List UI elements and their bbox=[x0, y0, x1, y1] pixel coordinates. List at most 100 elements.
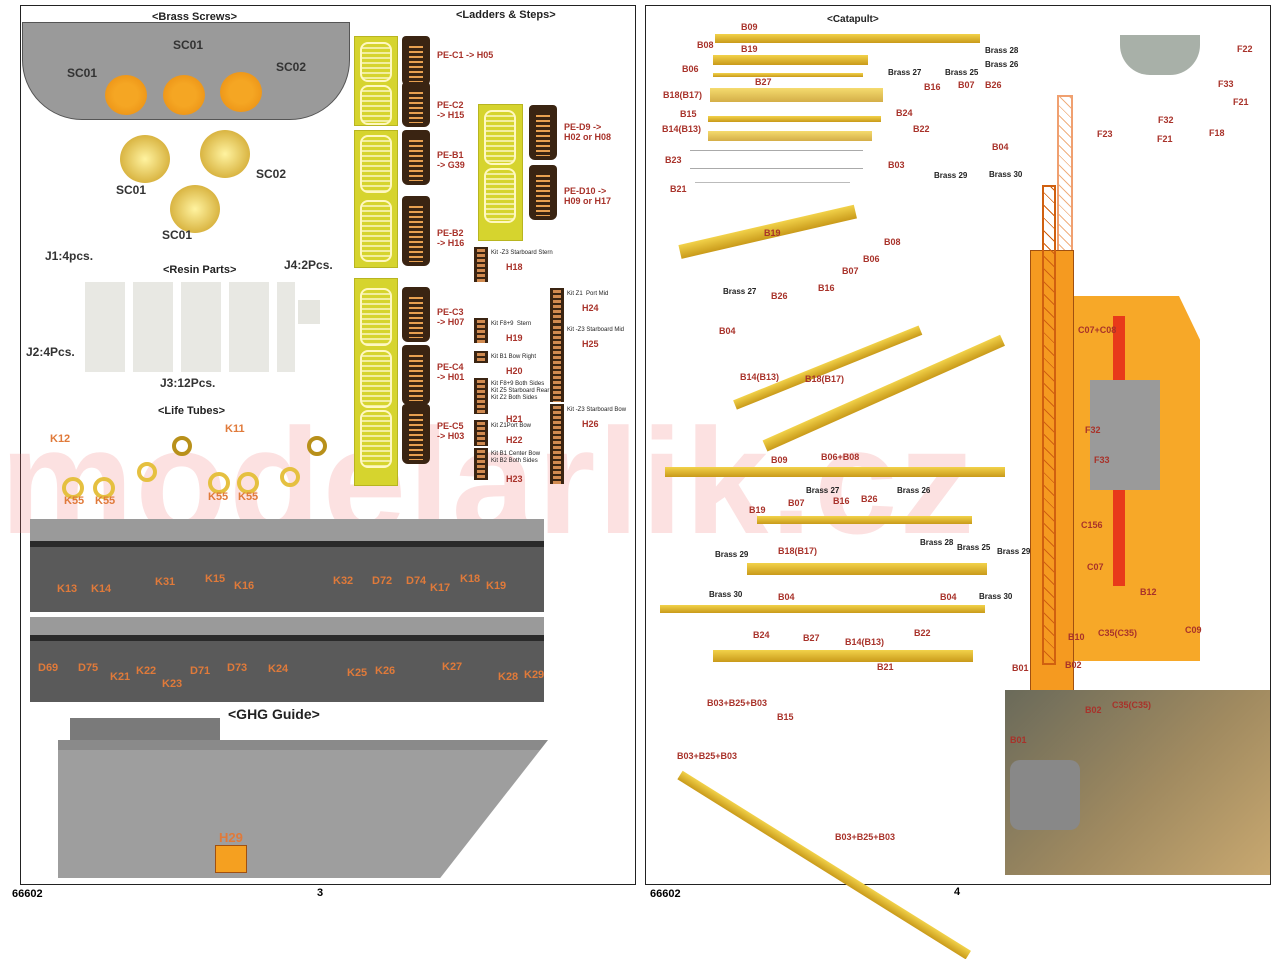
kit-ladder-desc: Kit F8+9 Both Sides Kit Z5 Starboard Rea… bbox=[491, 381, 550, 401]
catapult-title: <Catapult> bbox=[827, 14, 879, 25]
assembly-labels-red-label: B04 bbox=[778, 592, 795, 602]
assembly-labels-red-label: B26 bbox=[861, 494, 878, 504]
life-ring-icon bbox=[137, 462, 157, 482]
crane-labels-label: F21 bbox=[1157, 134, 1173, 144]
fret-labels-red-label: B14(B13) bbox=[662, 124, 702, 134]
ladders-title: <Ladders & Steps> bbox=[456, 9, 556, 21]
strip1-label: K19 bbox=[486, 580, 507, 592]
crane-labels-label: F21 bbox=[1233, 97, 1249, 107]
kit-ladder-icon bbox=[474, 247, 488, 282]
tower-labels-label: C35(C35) bbox=[1098, 628, 1138, 638]
exploded-labels-red-label: B06 bbox=[863, 254, 880, 264]
part-b09-exploded bbox=[665, 467, 1005, 477]
pe-labels-label: PE-B1 -> G39 bbox=[437, 150, 465, 170]
strip1-label: K18 bbox=[460, 573, 481, 585]
fret-labels-red-label: B24 bbox=[896, 108, 913, 118]
kit-ladder-icon bbox=[474, 420, 488, 446]
labels-label: K55 bbox=[64, 495, 85, 507]
strip2-label: K28 bbox=[498, 671, 519, 683]
assembly-step-4 bbox=[713, 650, 973, 662]
strip1-label: D74 bbox=[406, 575, 427, 587]
catapult-tower-frame bbox=[1042, 185, 1056, 665]
pe-labels-label: PE-D9 -> H02 or H08 bbox=[564, 122, 612, 142]
exploded-labels-red-label: B26 bbox=[771, 291, 788, 301]
assembly-labels-red-label: B22 bbox=[914, 628, 931, 638]
fret-labels-red-label: B09 bbox=[741, 22, 758, 32]
pe-ladder-icon bbox=[402, 345, 430, 405]
pe-labels-label: PE-C4 -> H01 bbox=[437, 362, 465, 382]
pe-labels-label: PE-D10 -> H09 or H17 bbox=[564, 186, 612, 206]
fret-labels-brass-label: Brass 25 bbox=[945, 68, 979, 77]
fret-labels-red-label: B19 bbox=[741, 44, 758, 54]
kit-ladder-code: H26 bbox=[582, 419, 599, 429]
fret-labels-brass-label: Brass 27 bbox=[888, 68, 922, 77]
fret-labels-red-label: B15 bbox=[680, 109, 697, 119]
life-ring-icon bbox=[280, 467, 300, 487]
exploded-labels-red-label: B19 bbox=[764, 228, 781, 238]
assembly-labels-red-label: B04 bbox=[940, 592, 957, 602]
crane-labels-label: F32 bbox=[1158, 115, 1174, 125]
kit-ladder-desc: Kit -Z3 Starboard Bow bbox=[567, 407, 627, 413]
strip2-label: K27 bbox=[442, 661, 463, 673]
pe-labels-label: PE-C5 -> H03 bbox=[437, 421, 465, 441]
brass-propeller-photo bbox=[170, 185, 220, 233]
kit-ladder-icon bbox=[474, 351, 488, 363]
fret-labels-red-label: B27 bbox=[755, 77, 772, 87]
crane-labels-label: F22 bbox=[1237, 44, 1253, 54]
fret-labels-brass-label: Brass 26 bbox=[985, 60, 1019, 69]
fret-labels-brass-label: Brass 30 bbox=[989, 170, 1023, 179]
part-b19-fret bbox=[713, 55, 868, 65]
resin-label: <Resin Parts> bbox=[163, 264, 237, 276]
assembly-labels-brass-label: Brass 25 bbox=[957, 543, 991, 552]
pe-labels-label: PE-C1 -> H05 bbox=[437, 50, 494, 60]
photo-labels-label: SC01 bbox=[116, 183, 147, 197]
fret-labels-brass-label: Brass 28 bbox=[985, 46, 1019, 55]
photo-labels-label: B02 bbox=[1085, 705, 1102, 715]
fret-ladder-icon bbox=[484, 168, 516, 223]
assembly-labels-brass-label: Brass 30 bbox=[979, 592, 1013, 601]
fret-labels-red-label: B08 bbox=[697, 40, 714, 50]
fret-labels-red-label: B06 bbox=[682, 64, 699, 74]
assembly-labels-red-label: B07 bbox=[788, 498, 805, 508]
strip2-label: K21 bbox=[110, 671, 131, 683]
pe-labels-label: PE-C2 -> H15 bbox=[437, 100, 465, 120]
strip1-label: K17 bbox=[430, 582, 451, 594]
life-ring-icon bbox=[93, 477, 115, 499]
superstructure-diagram bbox=[70, 718, 220, 740]
fret-labels-red-label: B07 bbox=[958, 80, 975, 90]
footer-code-right: 66602 bbox=[650, 888, 681, 900]
photo-turret bbox=[1010, 760, 1080, 830]
photo-labels-label: B01 bbox=[1010, 735, 1027, 745]
exploded-labels-red-label: B07 bbox=[842, 266, 859, 276]
tower-labels-label: B02 bbox=[1065, 660, 1082, 670]
fret-labels-red-label: B16 bbox=[924, 82, 941, 92]
kit-ladder-desc: Kit -Z3 Starboard Mid bbox=[567, 327, 625, 333]
labels-label: K12 bbox=[50, 433, 71, 445]
resin-label: <Life Tubes> bbox=[158, 405, 226, 417]
fret-ladder-icon bbox=[360, 200, 392, 262]
part-b21-wire bbox=[695, 182, 850, 183]
crane-photo bbox=[1120, 35, 1200, 75]
life-ring-icon bbox=[237, 472, 259, 494]
fret-ladder-icon bbox=[484, 110, 516, 165]
assembly-labels-red-label: B03+B25+B03 bbox=[835, 832, 896, 842]
strip1-label: K31 bbox=[155, 576, 176, 588]
assembly-labels-red-label: B03+B25+B03 bbox=[707, 698, 768, 708]
resin-j4-photo bbox=[298, 300, 320, 324]
assembly-labels-red-label: B19 bbox=[749, 505, 766, 515]
pe-ladder-icon bbox=[402, 404, 430, 464]
assembly-step-2 bbox=[747, 563, 987, 575]
crane-labels-label: F18 bbox=[1209, 128, 1225, 138]
part-b14-fret bbox=[708, 131, 872, 141]
tower-labels-label: C156 bbox=[1081, 520, 1103, 530]
assembly-labels-red-label: B15 bbox=[777, 712, 794, 722]
hull-strip-starboard bbox=[30, 519, 544, 612]
hull-labels-label: SC01 bbox=[67, 66, 98, 80]
tower-labels-label: C09 bbox=[1185, 625, 1202, 635]
strip1-label: K15 bbox=[205, 573, 226, 585]
ghg-guide-title: <GHG Guide> bbox=[228, 706, 320, 722]
fret-ladder-icon bbox=[360, 288, 392, 346]
kit-ladder-icon bbox=[474, 378, 488, 414]
assembly-labels-brass-label: Brass 30 bbox=[709, 590, 743, 599]
